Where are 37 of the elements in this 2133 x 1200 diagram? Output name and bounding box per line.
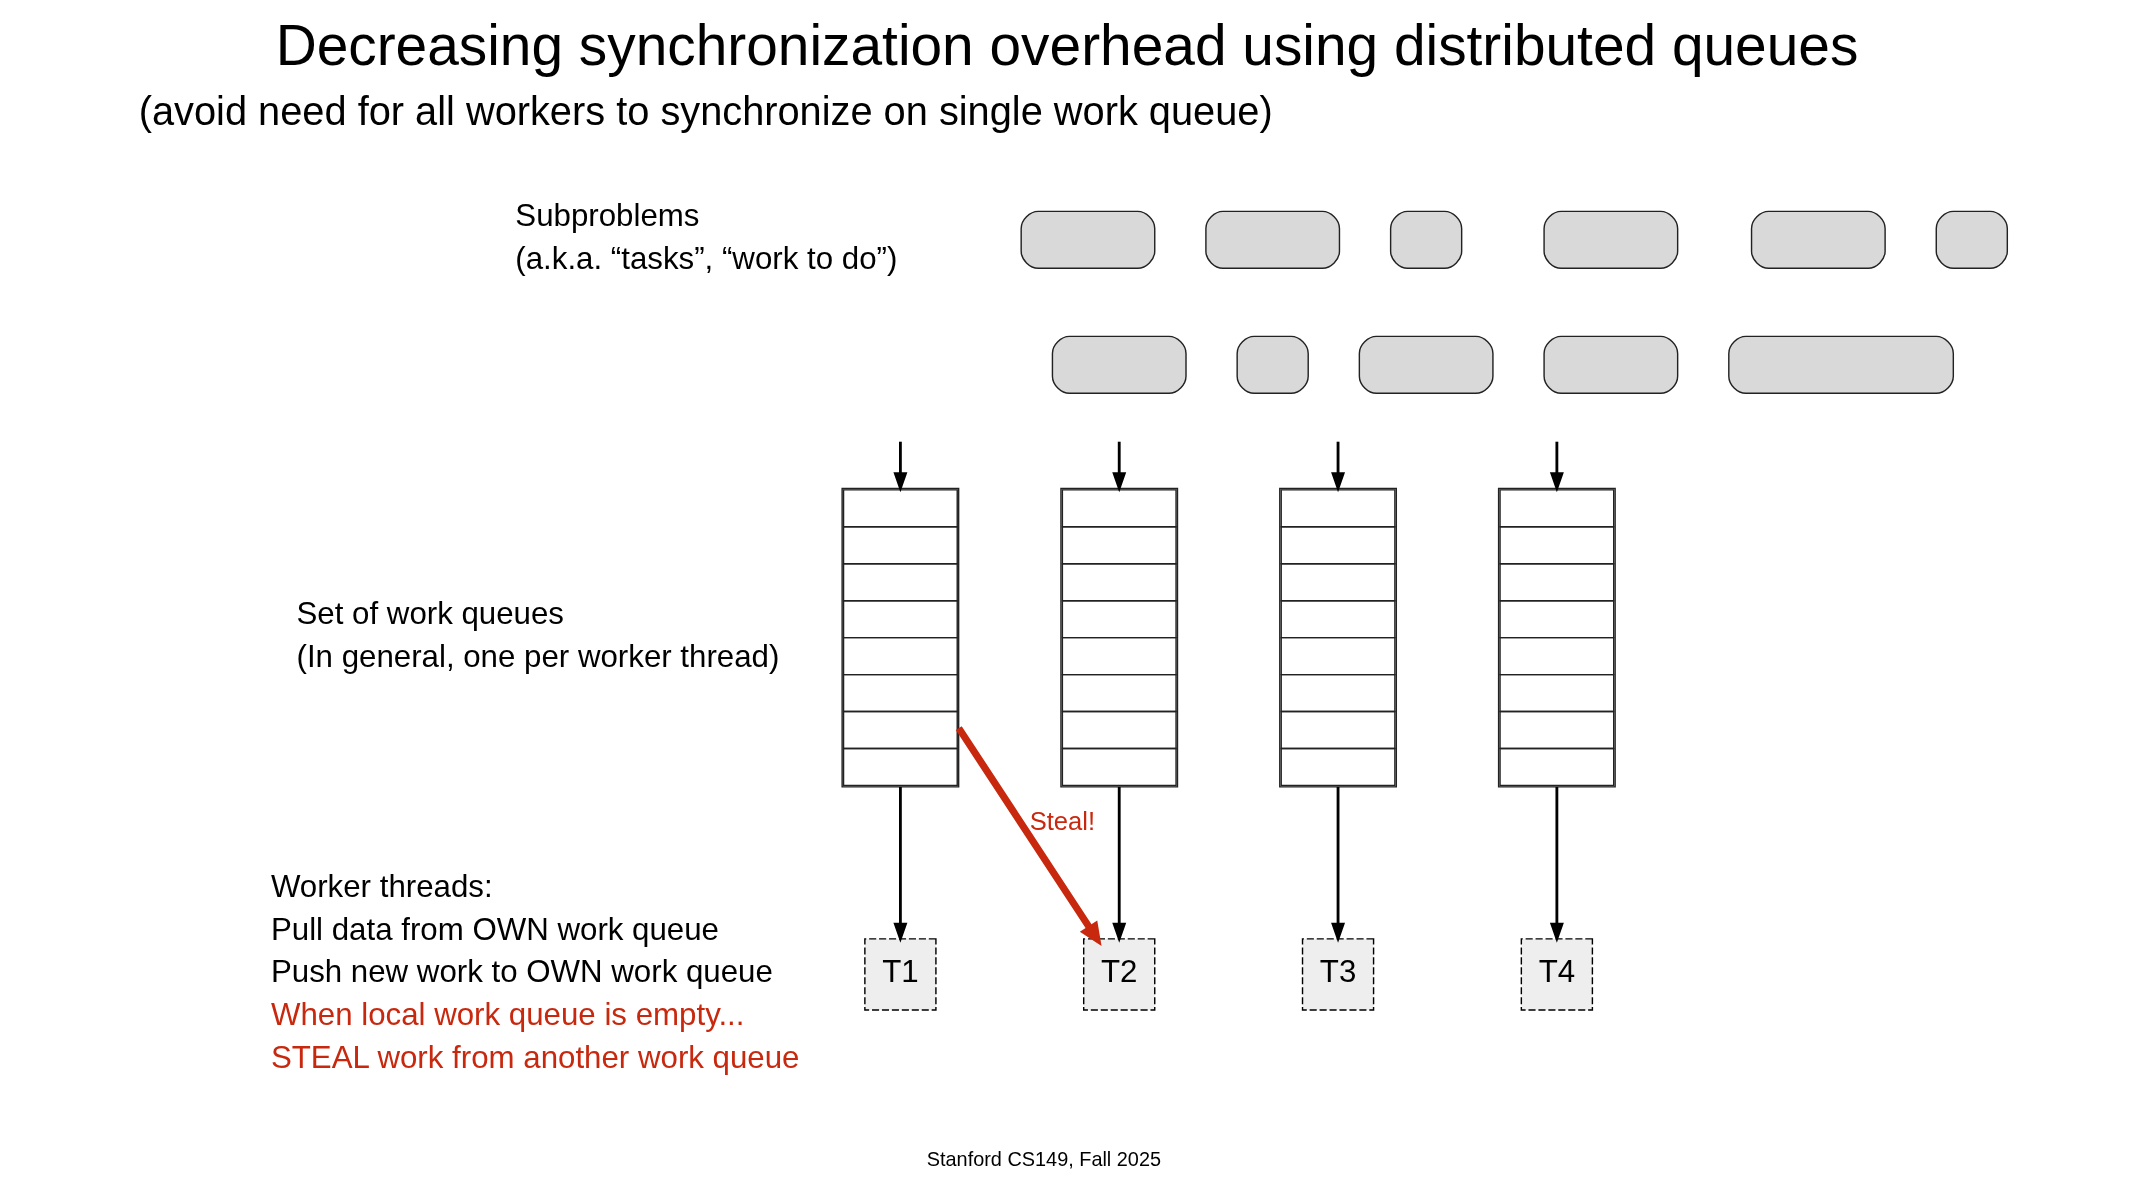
node-box <box>1542 335 1678 394</box>
node-box <box>1389 210 1462 269</box>
node-box: T1 <box>863 938 937 1011</box>
node-box <box>1935 210 2008 269</box>
node-box: T4 <box>1520 938 1593 1011</box>
diagram-title: Decreasing synchronization overhead using distributed queues <box>275 14 1858 78</box>
node-box <box>1235 335 1309 394</box>
label: Subproblems <box>514 198 699 234</box>
node-box <box>1542 210 1678 269</box>
label: (In general, one per worker thread) <box>295 638 779 674</box>
label: Pull data from OWN work queue <box>270 911 719 947</box>
label: (avoid need for all workers to synchronize on single work queue) <box>138 89 1273 134</box>
label: (a.k.a. “tasks”, “work to do”) <box>514 241 897 277</box>
label: When local work queue is empty... <box>270 997 744 1033</box>
label: Worker threads: <box>270 869 493 905</box>
node-box <box>1358 335 1494 394</box>
label: Stanford CS149, Fall 2025 <box>926 1147 1161 1170</box>
arrow <box>892 441 907 493</box>
label: Push new work to OWN work queue <box>270 954 773 990</box>
edge-label: Steal! <box>1029 807 1095 836</box>
node-box <box>1051 335 1187 394</box>
node-box: T3 <box>1301 938 1374 1011</box>
arrow <box>955 726 1102 947</box>
label: Set of work queues <box>295 596 564 632</box>
arrow <box>1111 441 1126 493</box>
node-box <box>1727 335 1954 394</box>
arrow <box>1549 441 1564 493</box>
arrow <box>1549 787 1564 943</box>
arrow <box>1330 787 1345 943</box>
arrow <box>892 787 907 943</box>
arrow <box>1330 441 1345 493</box>
arrow <box>1111 787 1126 943</box>
node-box <box>1019 210 1155 269</box>
label: STEAL work from another work queue <box>270 1039 800 1075</box>
node-box: T2 <box>1082 938 1155 1011</box>
node-box <box>1204 210 1340 269</box>
node-box <box>1750 210 1886 269</box>
